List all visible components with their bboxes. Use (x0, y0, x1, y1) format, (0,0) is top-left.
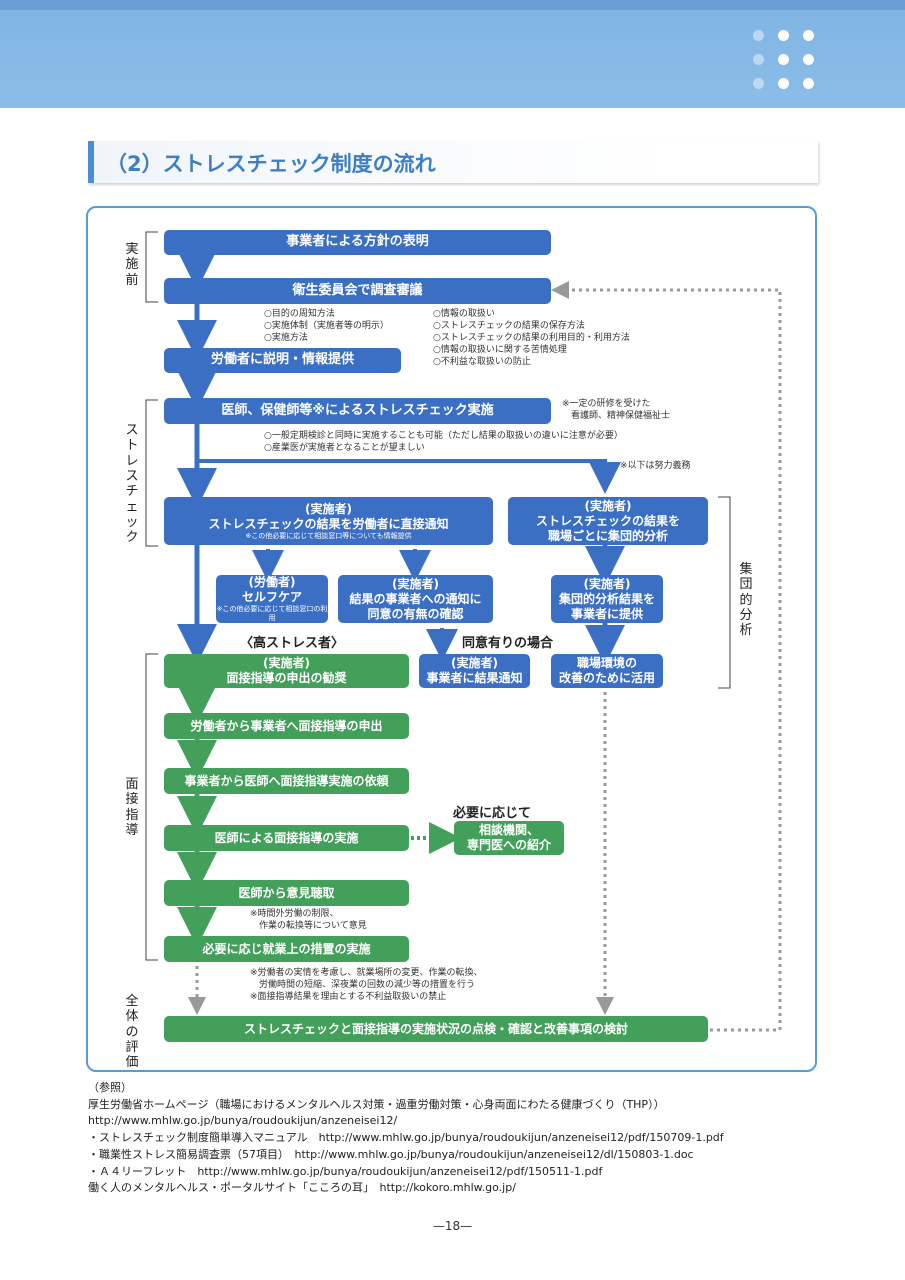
references-heading: （参照） (88, 1081, 132, 1094)
label-consent-case: 同意有りの場合 (462, 636, 554, 651)
box-notify-sub: ※この他必要に応じて相談窓口等についても情報提供 (245, 531, 412, 540)
reference-line[interactable]: http://www.mhlw.go.jp/bunya/roudoukijun/… (88, 1114, 398, 1128)
box-referral-line1: 相談機関、 (478, 823, 539, 837)
box-policy: 事業者による方針の表明 (164, 230, 551, 255)
box-result-notify-title: (実施者) (451, 656, 498, 670)
phase-label-evaluation: 全体の評価 (125, 994, 139, 1071)
label-high-stress: 〈高ストレス者〉 (240, 636, 345, 651)
diagram-frame (86, 206, 817, 1072)
reference-line[interactable]: ・ストレスチェック制度簡単導入マニュアル http://www.mhlw.go.… (88, 1131, 724, 1145)
box-notify-main: ストレスチェックの結果を労働者に直接通知 (208, 516, 449, 531)
box-committee: 衛生委員会で調査審議 (164, 278, 551, 304)
note-committee-right: ○情報の取扱い ○ストレスチェックの結果の保存方法 ○ストレスチェックの結果の利… (433, 309, 630, 367)
box-consent-main2: 同意の有無の確認 (367, 606, 464, 621)
box-workplace-line2: 改善のために活用 (558, 671, 655, 685)
box-request-text: 労働者から事業者へ面接指導の申出 (190, 718, 383, 733)
dot-decoration (753, 30, 764, 41)
box-review-text: ストレスチェックと面接指導の実施状況の点検・確認と改善事項の検討 (243, 1021, 628, 1036)
section-title: （2）ストレスチェック制度の流れ (106, 152, 436, 176)
box-review: ストレスチェックと面接指導の実施状況の点検・確認と改善事項の検討 (164, 1016, 708, 1042)
phase-label-interview: 面接指導 (125, 777, 139, 838)
box-recommend-title: (実施者) (263, 656, 310, 670)
box-group-main1: ストレスチェックの結果を (535, 513, 680, 528)
box-group-provide-main2: 事業者に提供 (570, 606, 643, 621)
box-consent-title: (実施者) (392, 576, 439, 591)
reference-line: 厚生労働省ホームページ（職場におけるメンタルヘルス対策・過重労働対策・心身両面に… (88, 1097, 665, 1111)
reference-line[interactable]: 働く人のメンタルヘルス・ポータルサイト「こころの耳」 http://kokoro… (88, 1181, 516, 1195)
box-result-notify: (実施者) 事業者に結果通知 (419, 654, 530, 688)
note-measures: ※労働者の実情を考慮し、就業場所の変更、作業の転換、 労働時間の短縮、深夜業の回… (250, 968, 483, 1002)
section-title-bar: （2）ストレスチェック制度の流れ (88, 141, 818, 183)
box-group-analysis: (実施者) ストレスチェックの結果を 職場ごとに集団的分析 (508, 497, 708, 545)
bracket-interview (145, 653, 158, 961)
dot-decoration (753, 78, 764, 89)
label-as-needed: 必要に応じて (453, 806, 532, 821)
header-strip (0, 0, 905, 10)
header-band (0, 0, 905, 108)
box-group-title: (実施者) (584, 498, 632, 513)
phase-label-stress-check: ストレスチェック (125, 423, 139, 546)
box-recommend-main: 面接指導の申出の勧奨 (226, 671, 347, 685)
references: （参照） 厚生労働省ホームページ（職場におけるメンタルヘルス対策・過重労働対策・… (88, 1080, 724, 1197)
box-committee-text: 衛生委員会で調査審議 (292, 282, 423, 298)
bracket-group (718, 496, 731, 689)
box-notify: (実施者) ストレスチェックの結果を労働者に直接通知 ※この他必要に応じて相談窓… (164, 497, 493, 545)
box-conduct: 医師による面接指導の実施 (164, 825, 409, 851)
note-implement: ○一般定期検診と同時に実施することも可能（ただし結果の取扱いの違いに注意が必要）… (264, 431, 623, 453)
dot-decoration (778, 54, 789, 65)
note-effort: ※以下は努力義務 (620, 461, 691, 471)
box-group-main2: 職場ごとに集団的分析 (547, 528, 668, 543)
box-ask-doctor: 事業者から医師へ面接指導実施の依頼 (164, 768, 409, 794)
box-workplace-line1: 職場環境の (576, 656, 637, 670)
dot-decoration (803, 54, 814, 65)
reference-line[interactable]: ・Ａ４リーフレット http://www.mhlw.go.jp/bunya/ro… (88, 1164, 603, 1178)
box-ask-doctor-text: 事業者から医師へ面接指導実施の依頼 (184, 773, 389, 788)
box-implement-text: 医師、保健師等※によるストレスチェック実施 (221, 402, 494, 418)
box-consent: (実施者) 結果の事業者への通知に 同意の有無の確認 (338, 575, 493, 623)
box-measures: 必要に応じ就業上の措置の実施 (164, 936, 409, 962)
bracket-before (145, 231, 158, 303)
box-group-provide-main1: 集団的分析結果を (558, 591, 655, 606)
note-committee-left: ○目的の周知方法 ○実施体制（実施者等の明示） ○実施方法 (264, 309, 389, 343)
box-recommend: (実施者) 面接指導の申出の勧奨 (164, 654, 409, 688)
box-notify-title: (実施者) (305, 501, 352, 516)
dot-decoration (753, 54, 764, 65)
box-group-provide: (実施者) 集団的分析結果を 事業者に提供 (551, 575, 663, 623)
box-selfcare-title: (労働者) (248, 575, 296, 590)
box-workplace: 職場環境の 改善のために活用 (551, 654, 663, 688)
dot-decoration (803, 78, 814, 89)
reference-line[interactable]: ・職業性ストレス簡易調査票（57項目） http://www.mhlw.go.j… (88, 1147, 694, 1161)
box-policy-text: 事業者による方針の表明 (286, 234, 429, 250)
box-group-provide-title: (実施者) (583, 576, 631, 591)
box-result-notify-main: 事業者に結果通知 (426, 671, 523, 685)
dot-decoration (778, 78, 789, 89)
box-implement: 医師、保健師等※によるストレスチェック実施 (164, 398, 551, 424)
box-measures-text: 必要に応じ就業上の措置の実施 (202, 941, 371, 956)
phase-label-before: 実施前 (125, 242, 139, 288)
box-opinion-text: 医師から意見聴取 (238, 885, 335, 900)
box-explain: 労働者に説明・情報提供 (164, 348, 401, 373)
box-referral: 相談機関、 専門医への紹介 (454, 821, 564, 855)
dot-decoration (803, 30, 814, 41)
box-explain-text: 労働者に説明・情報提供 (210, 352, 354, 368)
box-conduct-text: 医師による面接指導の実施 (214, 830, 359, 845)
dot-decoration (778, 30, 789, 41)
box-referral-line2: 専門医への紹介 (466, 838, 551, 852)
note-trained: ※一定の研修を受けた 看護師、精神保健福祉士 (562, 399, 671, 421)
phase-label-group-analysis: 集団的分析 (739, 562, 753, 639)
note-opinion: ※時間外労働の制限、 作業の転換等について意見 (250, 909, 367, 931)
box-request: 労働者から事業者へ面接指導の申出 (164, 713, 409, 739)
box-opinion: 医師から意見聴取 (164, 880, 409, 906)
box-selfcare-sub: ※この他必要に応じて相談窓口の利用 (216, 605, 328, 622)
page-number: —18— (432, 1219, 473, 1233)
box-selfcare: (労働者) セルフケア ※この他必要に応じて相談窓口の利用 (216, 575, 328, 623)
bracket-stress (145, 399, 158, 547)
box-consent-main1: 結果の事業者への通知に (349, 591, 482, 606)
box-selfcare-main: セルフケア (241, 590, 302, 605)
